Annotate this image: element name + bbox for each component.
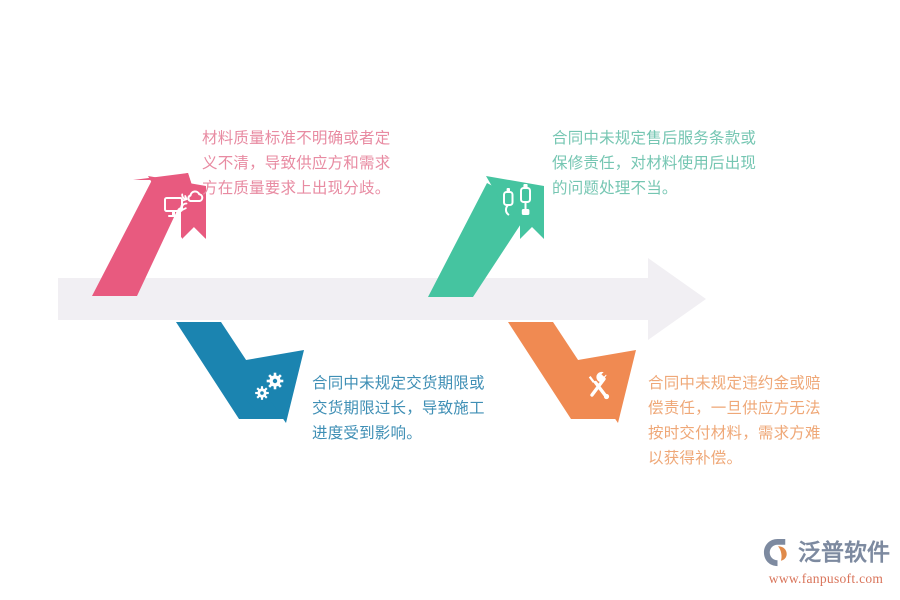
branch-arrow-cause-1 <box>92 173 206 296</box>
brand-logo: 泛普软件 www.fanpusoft.com <box>762 536 890 590</box>
gears-icon <box>255 372 284 400</box>
wrench-screwdriver-icon <box>588 371 610 400</box>
fanpu-logo-mark-icon <box>763 538 787 567</box>
cause-text-penalty-clause: 合同中未规定违约金或赔 偿责任，一旦供应方无法 按时交付材料，需求方难 以获得补… <box>648 375 821 468</box>
cause-text-quality-standard: 材料质量标准不明确或者定 义不清，导致供应方和需求 方在质量要求上出现分歧。 <box>202 130 391 198</box>
monitor-cloud-sync-icon <box>164 190 204 217</box>
logo-wordmark: 泛普软件 <box>798 539 890 565</box>
branch-arrow-cause-3 <box>176 322 304 423</box>
cause-text-delivery-period: 合同中未规定交货期限或 交货期限过长，导致施工 进度受到影响。 <box>312 375 485 443</box>
logo-website-url: www.fanpusoft.com <box>768 571 884 586</box>
cause-text-after-sales: 合同中未规定售后服务条款或 保修责任，对材料使用后出现 的问题处理不当。 <box>552 130 757 198</box>
main-spine-arrow <box>58 258 706 340</box>
branch-arrow-cause-2 <box>428 176 544 297</box>
usb-cable-icon <box>503 184 531 216</box>
branch-arrow-cause-4 <box>508 322 636 423</box>
logo-row: 泛普软件 <box>762 536 890 569</box>
